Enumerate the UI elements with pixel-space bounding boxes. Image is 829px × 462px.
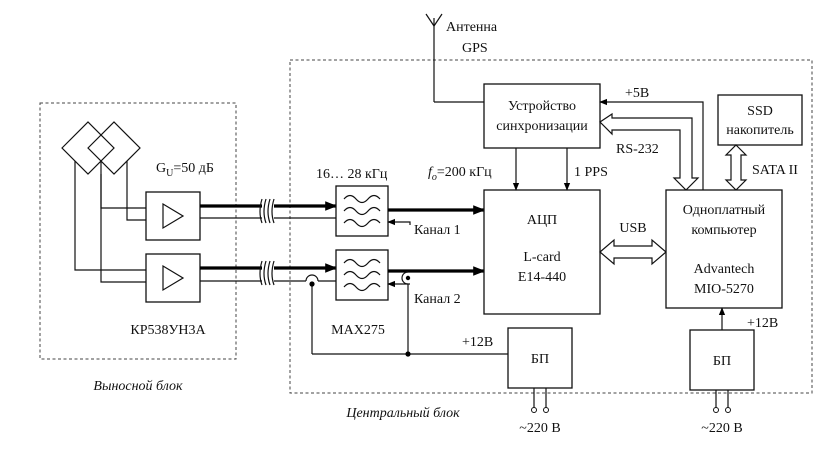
central-block-caption: Центральный блок [345,406,460,421]
ssd-line1: SSD [747,104,773,119]
ssd-line2: накопитель [726,123,793,138]
preamp-1 [145,191,201,241]
adc-title: АЦП [527,213,557,228]
remote-block-caption: Выносной блок [93,379,183,394]
psu-label-1: БП [531,352,549,367]
gain-label: GU=50 дБ [156,161,214,179]
adc-model-line2: E14-440 [518,270,566,285]
sync-unit-line1: Устройство [508,99,576,114]
supply-bus-12v [309,271,508,357]
cable-channel-2 [200,260,338,286]
gps-antenna-label-line1: Антенна [446,20,498,35]
filter-band-label: 16… 28 кГц [316,167,388,182]
sync-unit-line2: синхронизации [496,119,588,134]
remote-block-frame [39,102,237,360]
preamp-2 [145,253,201,303]
filter1-feedback [387,218,411,226]
channel2-label: Канал 2 [414,292,461,307]
gps-antenna-label-line2: GPS [462,41,488,56]
rs232-label: RS-232 [616,142,659,157]
sata-label: SATA II [752,163,798,178]
ssd-block [717,94,803,146]
sata-link [724,144,748,191]
adc-model-line1: L-card [523,250,560,265]
central-block-frame [289,59,813,394]
plus5v-label: +5В [625,86,649,101]
amp-chip-label: КР538УН3А [130,323,206,338]
usb-link [599,238,667,266]
mains-label-1: ~220 В [519,421,560,436]
plus12v-label-b: +12В [747,316,778,331]
pc-line1: Одноплатный [683,203,766,218]
f0-label: fo=200 кГц [428,165,492,183]
loop-antennas [61,121,146,283]
bandpass-filter-1 [335,185,389,237]
pc-line3: Advantech [694,262,755,277]
bandpass-filter-2 [335,249,389,301]
pps-label: 1 PPS [574,165,608,180]
mains-plug-2 [713,390,731,413]
channel1-label: Канал 1 [414,223,461,238]
mains-label-2: ~220 В [701,421,742,436]
plus5v-line [599,98,704,192]
psu-block-1 [507,327,573,389]
mains-plug-1 [531,388,549,413]
psu-block-2 [689,329,755,391]
sync-unit-block [483,83,601,149]
filter-chip-label: MAX275 [331,323,385,338]
cable-channel-1 [200,198,338,224]
pc-line2: компьютер [691,223,756,238]
psu-label-2: БП [713,354,731,369]
pc-block [665,189,783,309]
adc-block [483,189,601,315]
pc-line4: MIO-5270 [694,282,754,297]
plus12v-label-a: +12В [462,335,493,350]
gps-antenna-icon [425,13,484,103]
usb-label: USB [619,221,646,236]
